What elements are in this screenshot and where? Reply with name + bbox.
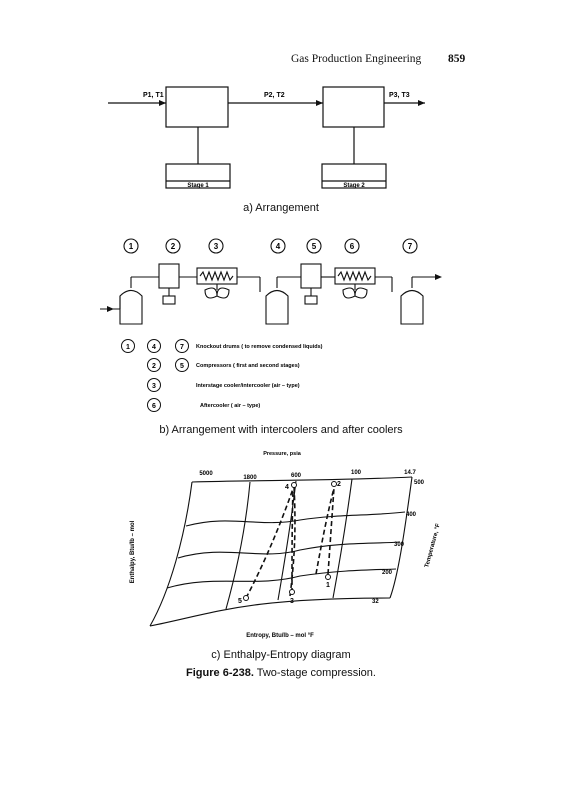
- stage1-label: Stage 1: [187, 183, 209, 189]
- svg-text:4: 4: [285, 484, 289, 491]
- circle-2: [165, 238, 181, 254]
- svg-text:200: 200: [382, 570, 393, 576]
- knockout-drum-2: [265, 289, 289, 325]
- svg-text:100: 100: [351, 470, 362, 476]
- entropy-axis-label: Entropy, Btu/lb – mol °F: [246, 633, 314, 639]
- intercooler-fan: [204, 287, 230, 299]
- stage2-label: Stage 2: [343, 183, 365, 189]
- stage1-compressor-box: [165, 86, 229, 128]
- circle-6: [344, 238, 360, 254]
- figure-b-diagram: 1 2 3 4 5 6 7: [100, 238, 442, 325]
- temperature-axis-label: Temperature, °F: [424, 523, 442, 569]
- figure-caption: Figure 6-238. Two-stage compression.: [0, 667, 562, 679]
- svg-text:300: 300: [394, 542, 405, 548]
- svg-text:400: 400: [406, 512, 417, 518]
- knockout-drum-1: [119, 289, 143, 325]
- compressor-2: [300, 263, 322, 289]
- legend-compressors: Compressors ( first and second stages): [196, 363, 300, 369]
- path-3-to-4b: [289, 485, 296, 597]
- left-boundary: [149, 481, 193, 627]
- svg-text:2: 2: [171, 242, 176, 251]
- path-to-2: [315, 487, 335, 575]
- path-1-to-2: [327, 487, 335, 575]
- svg-text:2: 2: [152, 363, 156, 370]
- figure-c-caption: c) Enthalpy-Entropy diagram: [211, 649, 351, 661]
- svg-text:1: 1: [126, 344, 130, 351]
- circle-1: [123, 238, 139, 254]
- page-number: 859: [448, 53, 466, 65]
- svg-text:1: 1: [326, 582, 330, 589]
- pressure-axis-label: Pressure, psia: [263, 451, 302, 457]
- svg-text:5: 5: [180, 363, 184, 370]
- bottom-boundary: [149, 597, 391, 627]
- svg-text:4: 4: [276, 242, 281, 251]
- running-title: Gas Production Engineering: [291, 53, 422, 65]
- legend-intercooler: Interstage cooler/intercooler (air – typ…: [196, 383, 300, 389]
- svg-text:6: 6: [350, 242, 355, 251]
- right-boundary: [389, 476, 413, 599]
- svg-text:3: 3: [214, 242, 219, 251]
- svg-text:6: 6: [152, 403, 156, 410]
- circle-7: [402, 238, 418, 254]
- svg-text:3: 3: [290, 598, 294, 605]
- svg-text:5: 5: [238, 598, 242, 605]
- circle-3: [208, 238, 224, 254]
- svg-text:5: 5: [312, 242, 317, 251]
- aftercooler-fan: [342, 287, 368, 299]
- figure-b-caption: b) Arrangement with intercoolers and aft…: [159, 424, 403, 436]
- top-boundary: [191, 476, 413, 483]
- svg-text:3: 3: [152, 383, 156, 390]
- knockout-drum-3: [400, 289, 424, 325]
- svg-text:7: 7: [180, 344, 184, 351]
- figure-b-legend: 1 4 7 2 5 3 6 Knockout drums ( to remove…: [121, 339, 323, 412]
- svg-text:5000: 5000: [199, 471, 213, 477]
- svg-text:32: 32: [372, 599, 379, 605]
- svg-text:500: 500: [414, 480, 425, 486]
- stage1-driver-box: [165, 163, 231, 189]
- path-5-to-4: [245, 485, 295, 599]
- inlet-label: P1, T1: [143, 92, 164, 99]
- circle-5: [306, 238, 322, 254]
- stage2-compressor-box: [322, 86, 385, 128]
- mid-label: P2, T2: [264, 92, 285, 99]
- outlet-label: P3, T3: [389, 92, 410, 99]
- figure-a-caption: a) Arrangement: [243, 202, 319, 214]
- svg-text:2: 2: [337, 481, 341, 488]
- figure-c-diagram: Pressure, psia 5000 1800 600 100 14.7: [130, 451, 442, 639]
- circle-4: [270, 238, 286, 254]
- compressor-1-driver: [162, 295, 176, 305]
- figure-number: Figure 6-238.: [186, 667, 254, 679]
- compressor-2-driver: [304, 295, 318, 305]
- figure-title: Two-stage compression.: [253, 667, 376, 679]
- svg-text:1: 1: [129, 242, 134, 251]
- compressor-1: [158, 263, 180, 289]
- svg-text:14.7: 14.7: [404, 470, 416, 476]
- svg-text:600: 600: [291, 473, 302, 479]
- legend-knockout-drums: Knockout drums ( to remove condensed liq…: [196, 344, 323, 350]
- figure-a-diagram: P1, T1 P2, T2 P3, T3 Stage 1 Stage 2: [108, 86, 425, 189]
- svg-text:7: 7: [408, 242, 413, 251]
- enthalpy-axis-label: Enthalpy, Btu/lb – mol: [130, 520, 136, 583]
- path-3-to-4: [291, 489, 294, 594]
- stage2-driver-box: [321, 163, 387, 189]
- svg-text:4: 4: [152, 344, 156, 351]
- legend-aftercooler: Aftercooler ( air – type): [200, 403, 260, 409]
- svg-text:1800: 1800: [243, 475, 257, 481]
